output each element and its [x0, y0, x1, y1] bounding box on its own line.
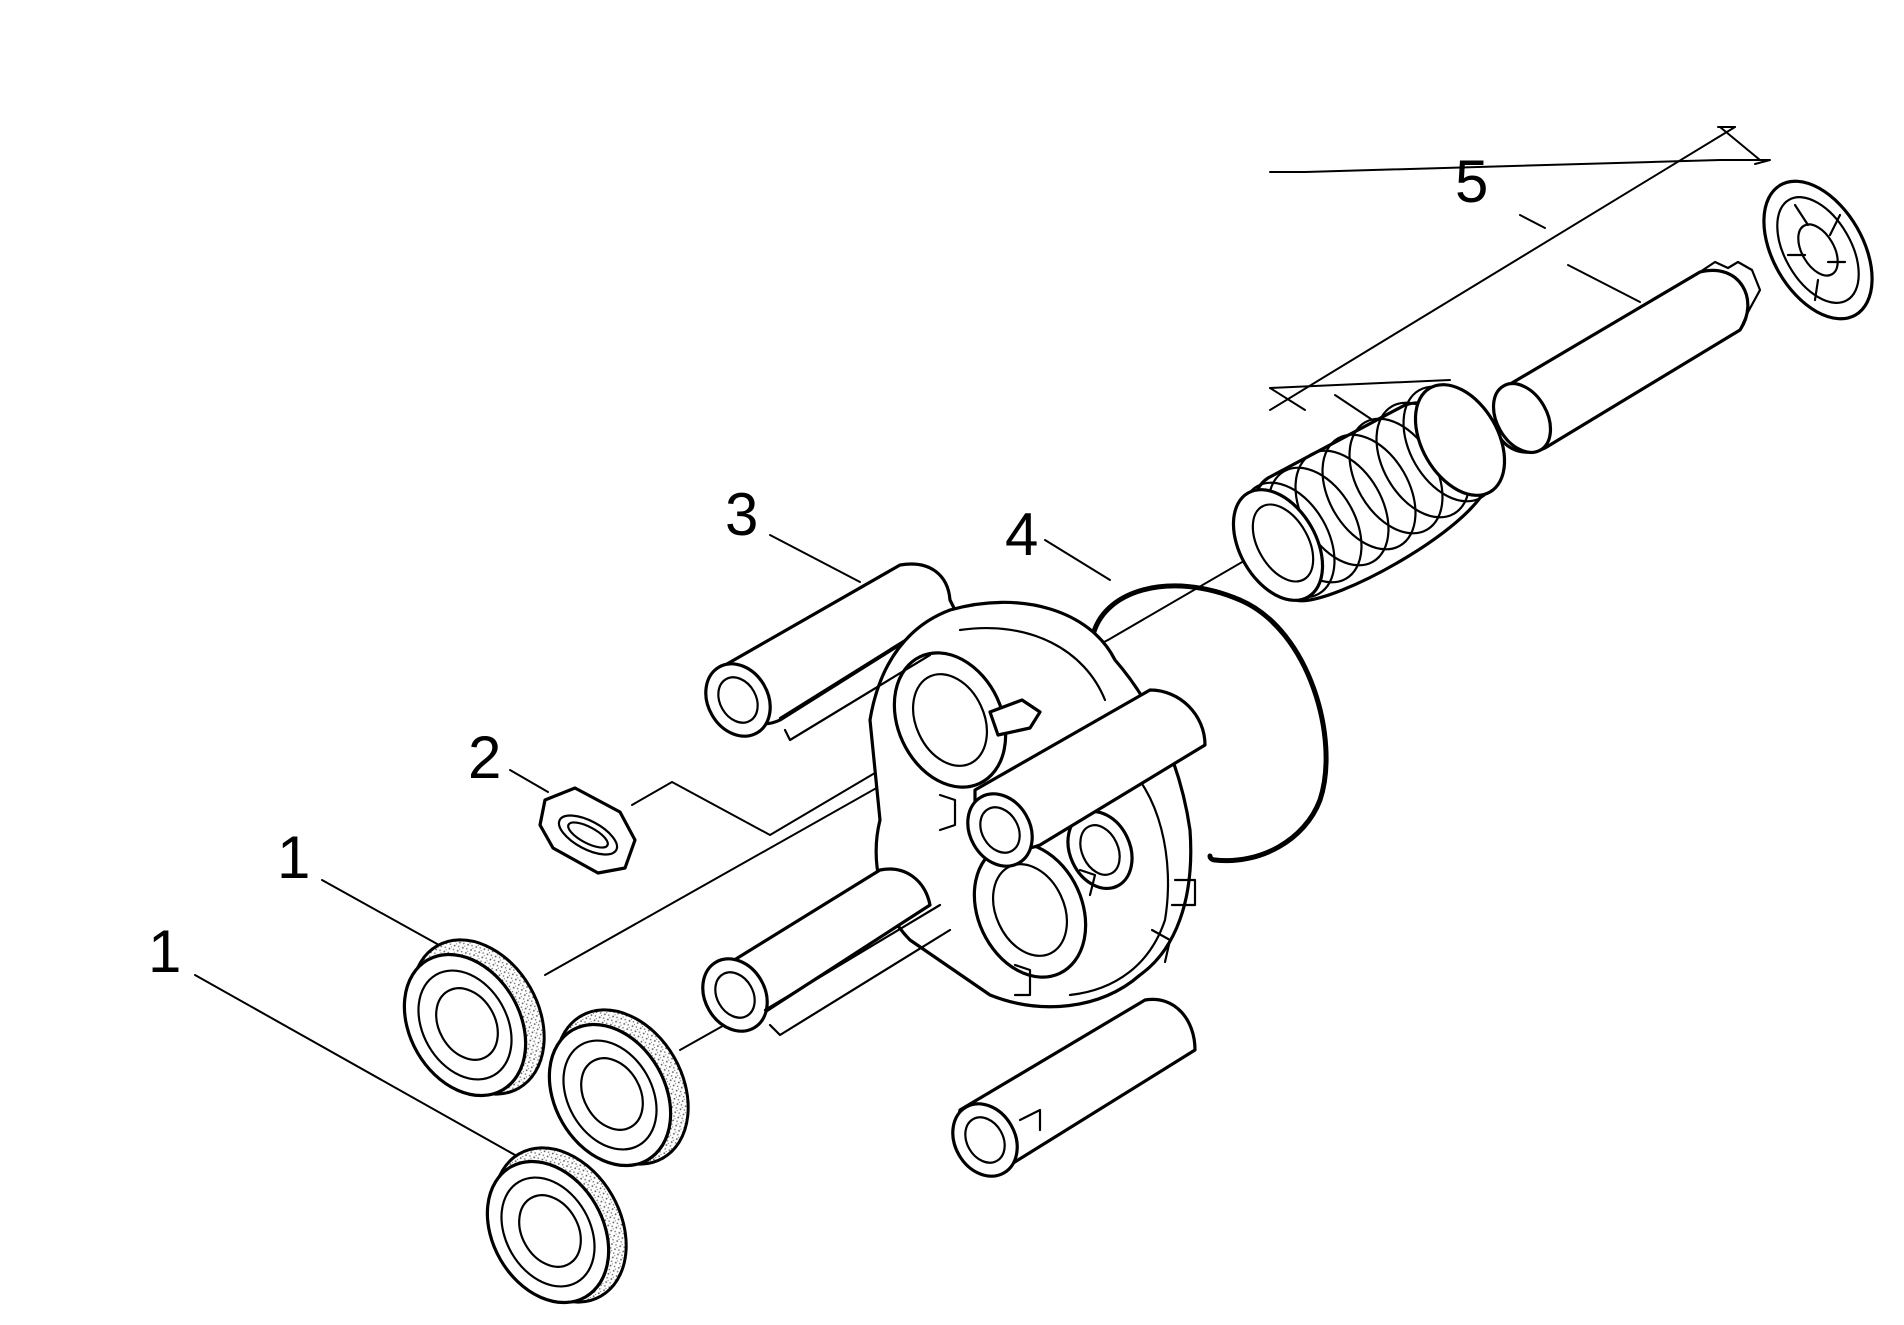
leader-5: [1269, 126, 1736, 411]
leader-1a: [321, 879, 449, 951]
compression-spring: [1231, 383, 1507, 603]
label-4: 4: [1005, 501, 1039, 568]
seal-ring-middle: [547, 1008, 690, 1168]
pump-head: [701, 562, 1207, 1178]
seal-ring-lower: [485, 1146, 628, 1305]
label-1a: 1: [277, 824, 311, 891]
seal-ring-upper: [402, 938, 546, 1098]
valve-seat: [538, 786, 637, 875]
leader-lines: [194, 126, 1771, 1156]
label-3: 3: [725, 481, 759, 548]
leader-1a-axis: [544, 754, 936, 976]
leader-4: [1044, 539, 1111, 581]
label-1b: 1: [148, 918, 182, 985]
label-5: 5: [1455, 148, 1489, 215]
leader-5-bracket: [1269, 159, 1771, 173]
retaining-clip: [1762, 179, 1874, 321]
label-2: 2: [468, 724, 502, 791]
o-ring: [1089, 583, 1329, 864]
leader-3: [769, 534, 861, 583]
leader-1b: [194, 974, 516, 1156]
leader-2: [509, 769, 549, 793]
